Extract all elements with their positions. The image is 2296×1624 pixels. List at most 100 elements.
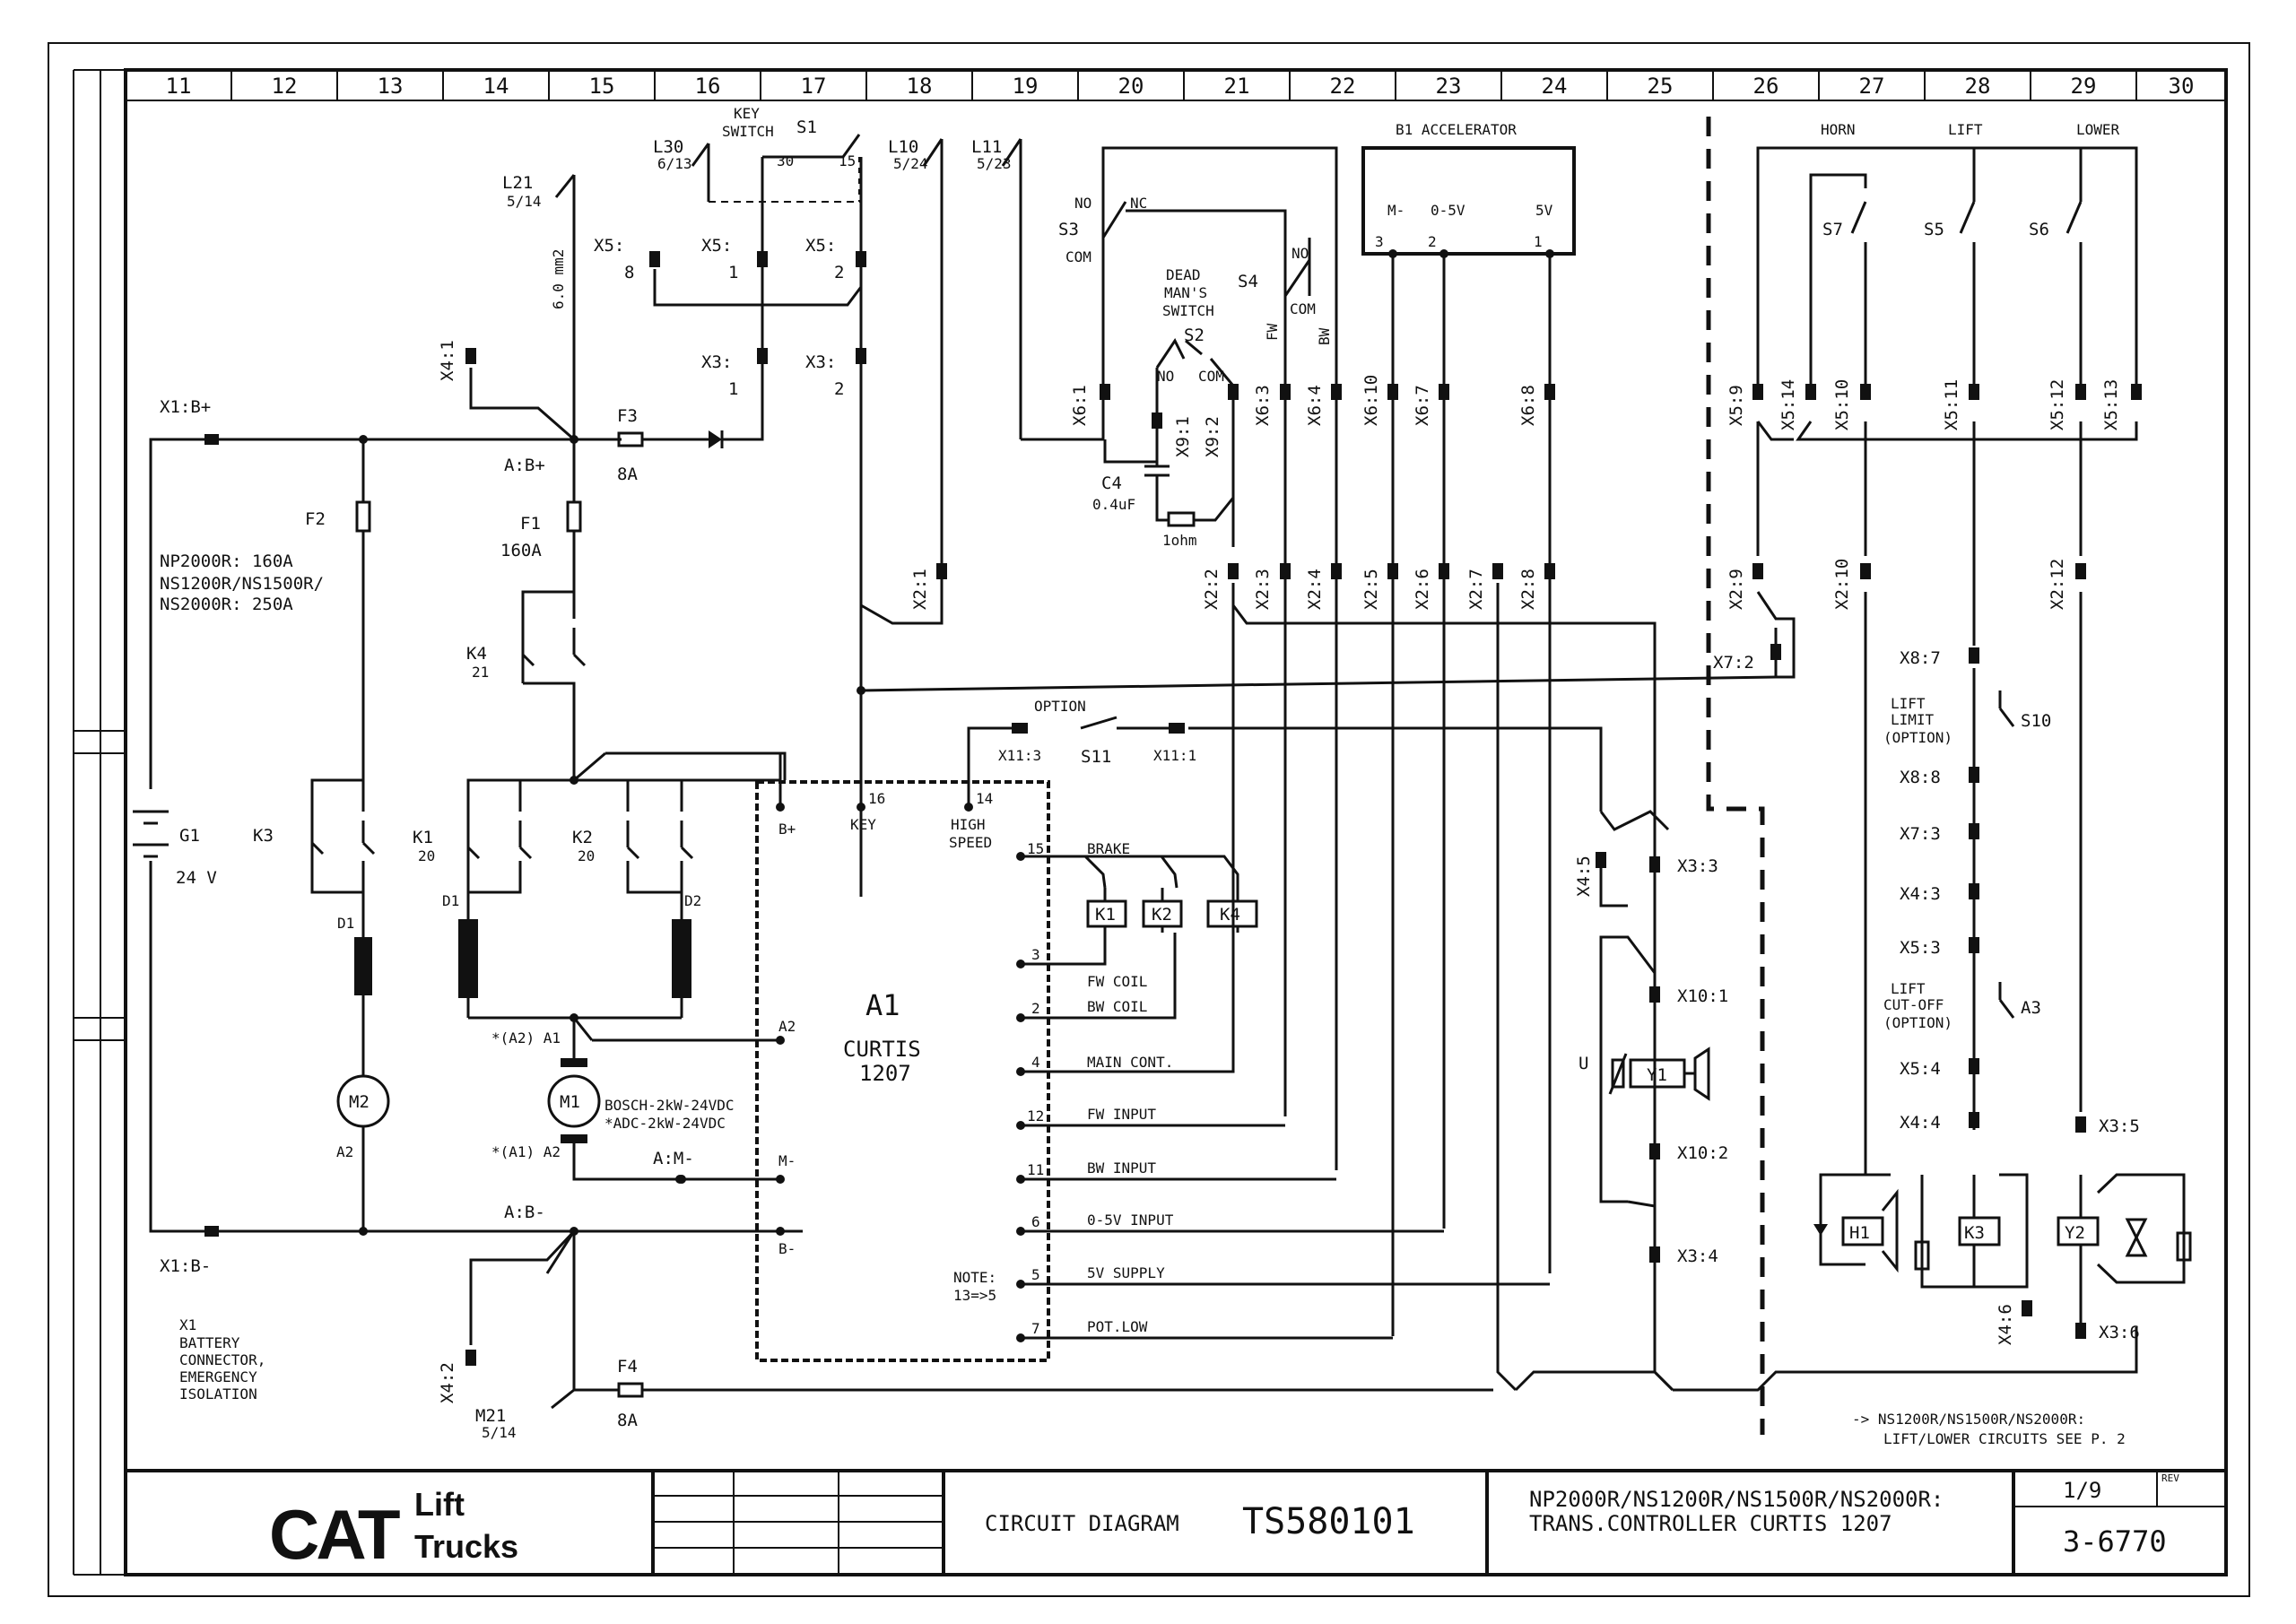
- coil-label: K1: [1095, 905, 1116, 925]
- controller-pin: B+: [778, 821, 796, 838]
- pin-number: 14: [976, 790, 993, 807]
- connector-label: X1:B+: [160, 397, 211, 417]
- key-switch-label: SWITCH: [722, 123, 774, 140]
- controller-pin: B-: [778, 1240, 796, 1257]
- connector-label: X10:1: [1677, 986, 1728, 1006]
- option-note: LIFT: [1891, 695, 1926, 712]
- coil-label: D2: [684, 892, 701, 909]
- connector-label: 1: [728, 263, 738, 282]
- connector-label: X2:5: [1361, 569, 1381, 610]
- controller-model: 1207: [859, 1061, 911, 1086]
- accelerator-terminal: 3: [1375, 233, 1384, 250]
- accelerator-label: B1 ACCELERATOR: [1396, 121, 1517, 138]
- connector-label: 8: [624, 263, 634, 282]
- capacitor-value: 0.4uF: [1092, 496, 1135, 513]
- option-note: LIFT: [1891, 980, 1926, 997]
- battery-connector-note: ISOLATION: [179, 1385, 257, 1403]
- accelerator-terminal: 1: [1534, 233, 1543, 250]
- switch-label: S2: [1184, 326, 1205, 345]
- fuse-rating: 160A: [500, 541, 542, 560]
- line-ref-label: L11: [971, 137, 1002, 157]
- page-number: 1/9: [2063, 1478, 2101, 1503]
- battery-voltage: 24 V: [176, 868, 217, 888]
- motor-label: M1: [560, 1092, 580, 1112]
- line-ref: 5/23: [977, 155, 1012, 172]
- controller-pin: SPEED: [949, 834, 992, 851]
- column-number: 27: [1859, 74, 1885, 99]
- pin-number: 4: [1031, 1054, 1040, 1071]
- fuse-rating: 8A: [617, 1411, 638, 1430]
- accelerator-terminal: 5V: [1535, 202, 1553, 219]
- signal-label: BRAKE: [1087, 840, 1130, 857]
- column-number: 25: [1648, 74, 1674, 99]
- column-number: 15: [589, 74, 615, 99]
- switch-label: A3: [2021, 998, 2041, 1018]
- connector-label: X4:1: [438, 340, 457, 381]
- switch-terminal: BW: [1316, 327, 1333, 345]
- relay-label: K3: [1964, 1223, 1985, 1243]
- connector-label: X5:3: [1900, 938, 1941, 958]
- column-number: 21: [1224, 74, 1250, 99]
- column-number: 19: [1013, 74, 1039, 99]
- capacitor-label: C4: [1101, 473, 1122, 493]
- fuse-label: F4: [617, 1357, 638, 1376]
- revision-label: REV: [2161, 1472, 2179, 1484]
- coil-label: K2: [1152, 905, 1172, 925]
- signal-label: FW COIL: [1087, 973, 1147, 990]
- connectors: [204, 251, 2142, 1366]
- pin-number: 3: [1031, 946, 1040, 963]
- connector-label: X2:3: [1253, 569, 1273, 610]
- connector-label: X5:: [805, 236, 836, 256]
- pin-number: 11: [1027, 1161, 1044, 1178]
- title-block: CAT Lift Trucks CIRCUIT DIAGRAM TS580101…: [126, 1469, 2226, 1575]
- column-number: 23: [1436, 74, 1462, 99]
- connector-label: X3:5: [2099, 1116, 2140, 1136]
- contactor-label: K4: [466, 644, 487, 664]
- key-switch-circuit: [653, 134, 1674, 1392]
- connector-label: X4:6: [1996, 1304, 2015, 1345]
- node-label: A:B+: [504, 456, 545, 475]
- circuit-heading: LOWER: [2076, 121, 2120, 138]
- connector-label: X3:: [805, 352, 836, 372]
- column-ruler: 11 12 13 14 15 16 17 18 19 20 21 22 23 2…: [166, 70, 2194, 100]
- node-label: A:M-: [653, 1149, 694, 1168]
- connector-label: X2:8: [1518, 569, 1538, 610]
- signal-label: BW COIL: [1087, 998, 1147, 1015]
- connector-label: X5:10: [1832, 379, 1852, 430]
- controller-pin: A2: [778, 1018, 796, 1035]
- pin-number: 2: [1031, 1000, 1040, 1017]
- pin-number: 6: [1031, 1213, 1040, 1230]
- switch-name: DEAD: [1166, 266, 1201, 283]
- connector-label: X7:3: [1900, 824, 1941, 844]
- power-circuit: [133, 174, 1493, 1410]
- option-label: OPTION: [1034, 698, 1086, 715]
- contactor-label: K3: [253, 826, 274, 846]
- page-note: LIFT/LOWER CIRCUITS SEE P. 2: [1883, 1430, 2126, 1447]
- connector-label: X6:7: [1413, 385, 1432, 426]
- line-ref: 21: [472, 664, 489, 681]
- drawing-subject: TRANS.CONTROLLER CURTIS 1207: [1529, 1511, 1892, 1536]
- fuse-rating: 8A: [617, 465, 638, 484]
- drawing-number: 3-6770: [2063, 1524, 2167, 1559]
- curtis-controller: [359, 249, 1777, 1362]
- switch-terminal: COM: [1290, 300, 1316, 317]
- connector-label: X3:4: [1677, 1246, 1718, 1266]
- switch-label: S4: [1238, 272, 1258, 291]
- switch-label: S6: [2029, 220, 2049, 239]
- connector-label: X5:4: [1900, 1059, 1941, 1079]
- key-switch-label: KEY: [734, 105, 760, 122]
- fuse-label: F3: [617, 406, 638, 426]
- document-number: TS580101: [1242, 1501, 1415, 1542]
- varistor-label: U: [1578, 1054, 1588, 1073]
- connector-label: X4:5: [1574, 855, 1594, 897]
- diode-label: D1: [337, 915, 354, 932]
- pin-number: 15: [1027, 840, 1044, 857]
- column-number: 16: [695, 74, 721, 99]
- signal-label: 5V SUPPLY: [1087, 1264, 1165, 1281]
- option-note: LIMIT: [1891, 711, 1935, 728]
- connector-label: 1: [728, 379, 738, 399]
- connector-label: X10:2: [1677, 1143, 1728, 1163]
- connector-label: X2:10: [1832, 559, 1852, 610]
- motor-note: BOSCH-2kW-24VDC: [604, 1097, 735, 1114]
